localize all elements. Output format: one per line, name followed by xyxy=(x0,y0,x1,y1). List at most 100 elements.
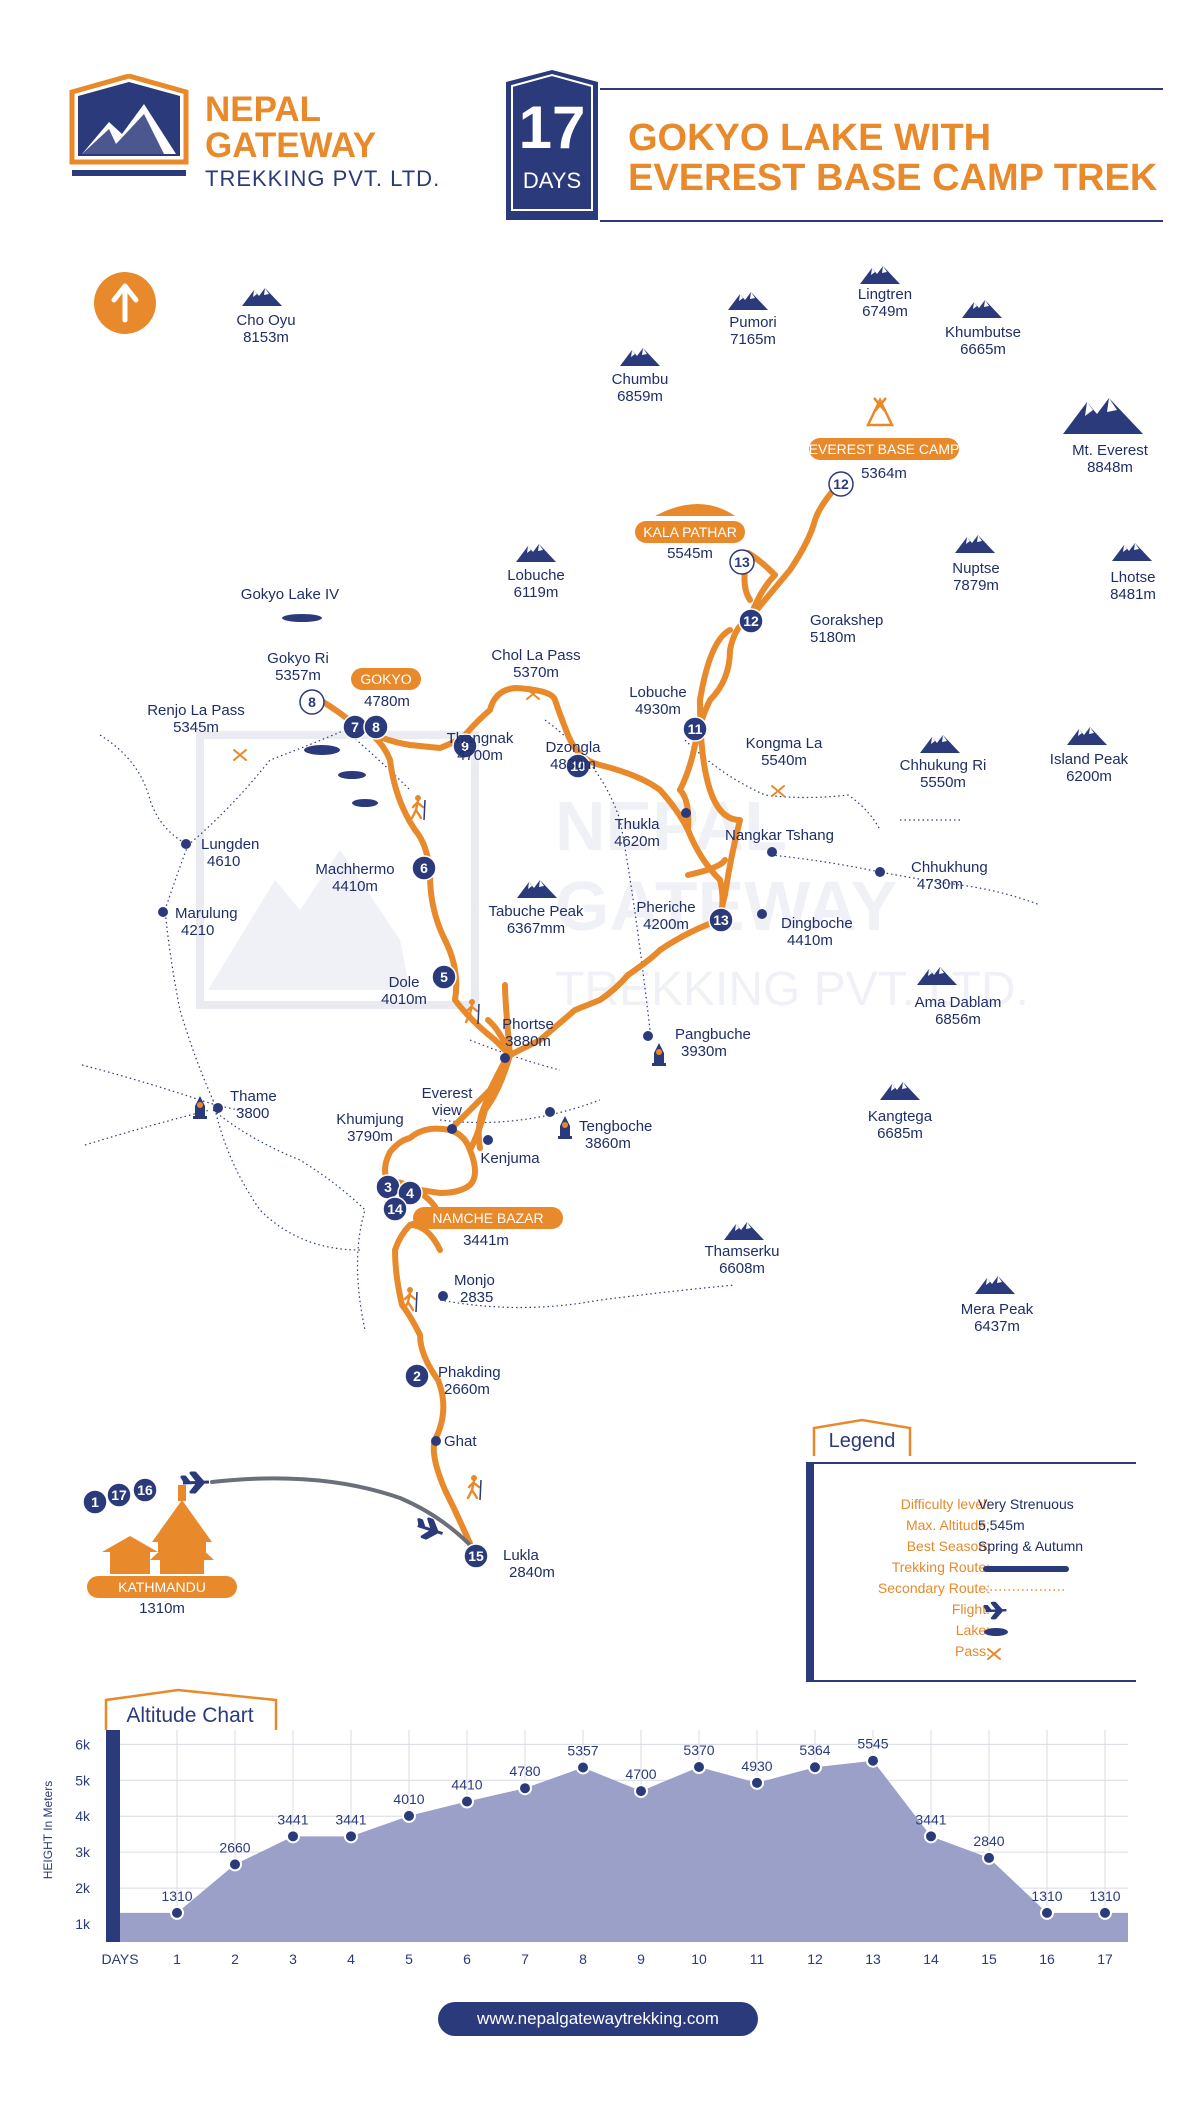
title-line1: GOKYO LAKE WITH xyxy=(628,117,992,159)
place-altitude: 3790m xyxy=(347,1128,393,1145)
place-altitude: 5370m xyxy=(513,664,559,681)
peak-altitude: 6437m xyxy=(974,1318,1020,1335)
brand-line3: TREKKING PVT. LTD. xyxy=(205,166,441,191)
peak-name: Lobuche xyxy=(507,567,565,584)
days-number: 17 xyxy=(518,94,586,161)
peak-name: Chumbu xyxy=(612,371,669,388)
day-marker: 4 xyxy=(397,1180,423,1206)
legend-row: Trekking Route: xyxy=(820,1559,1140,1580)
svg-text:8: 8 xyxy=(372,719,380,735)
title-bottom-rule xyxy=(600,220,1163,222)
namche-altitude: 3441m xyxy=(463,1232,509,1249)
chart-data-label: 4010 xyxy=(393,1791,424,1807)
chart-point xyxy=(866,1753,880,1768)
day-marker: 10 xyxy=(565,753,591,779)
peak-altitude: 6665m xyxy=(960,341,1006,358)
legend-row: Pass: xyxy=(820,1643,1140,1664)
legend-label: Pass: xyxy=(954,1643,990,1659)
chart-point xyxy=(924,1829,938,1844)
chart-data-label: 4410 xyxy=(451,1777,482,1793)
legend-label: Flight: xyxy=(951,1601,990,1617)
legend-label: Secondary Route: xyxy=(877,1580,990,1596)
kala-pathar-name: KALA PATHAR xyxy=(643,524,737,540)
place-name: Renjo La Pass xyxy=(147,702,245,719)
peak-altitude: 8481m xyxy=(1110,586,1156,603)
lakes xyxy=(282,614,378,807)
website-link[interactable]: www.nepalgatewaytrekking.com xyxy=(438,2002,758,2036)
place-name: Lobuche xyxy=(629,684,687,701)
svg-text:16: 16 xyxy=(137,1482,153,1498)
north-arrow-icon xyxy=(111,283,139,323)
trek-title: GOKYO LAKE WITH EVEREST BASE CAMP TREK xyxy=(628,118,1168,198)
day-marker: 12 xyxy=(738,608,764,634)
chart-data-label: 1310 xyxy=(1089,1888,1120,1904)
svg-text:5: 5 xyxy=(440,969,448,985)
chart-data-label: 4780 xyxy=(509,1763,540,1779)
svg-text:13: 13 xyxy=(713,912,729,928)
place-altitude: 3860m xyxy=(585,1135,631,1152)
place-name: Monjo xyxy=(454,1272,495,1289)
legend-row: Secondary Route: xyxy=(820,1580,1140,1601)
y-tick-label: 1k xyxy=(75,1916,91,1932)
chart-point xyxy=(808,1760,822,1775)
svg-text:11: 11 xyxy=(688,721,703,737)
place-name: Lungden xyxy=(201,836,259,853)
day-marker: 13 xyxy=(708,907,734,933)
days-badge: 17 DAYS xyxy=(504,70,600,220)
peak-name: Chhukung Ri xyxy=(900,757,987,774)
x-tick-label: 15 xyxy=(981,1951,997,1967)
place-name: Pheriche xyxy=(636,899,695,916)
peak-altitude: 8848m xyxy=(1087,459,1133,476)
legend-row: Lake: xyxy=(820,1622,1140,1643)
peak-name: Khumbutse xyxy=(945,324,1021,341)
ebc-altitude: 5364m xyxy=(861,465,907,482)
chart-point xyxy=(228,1857,242,1872)
place-altitude: 4700m xyxy=(457,747,503,764)
peak-altitude: 7165m xyxy=(730,331,776,348)
place-name: Kenjuma xyxy=(480,1150,540,1167)
day-marker: 12 xyxy=(828,471,854,497)
legend-row: Flight: xyxy=(820,1601,1140,1622)
svg-text:3: 3 xyxy=(384,1179,392,1195)
peak-altitude: 6856m xyxy=(935,1011,981,1028)
chart-data-label: 4700 xyxy=(625,1766,656,1782)
chart-point xyxy=(518,1781,532,1796)
place-name: Machhermo xyxy=(315,861,394,878)
flight-path xyxy=(180,1471,472,1547)
legend-tab: Legend xyxy=(812,1418,912,1458)
peak-altitude: 8153m xyxy=(243,329,289,346)
legend-panel xyxy=(806,1462,1136,1682)
place-name: Chol La Pass xyxy=(491,647,580,664)
chart-point xyxy=(634,1784,648,1799)
brand-line2: GATEWAY xyxy=(205,126,377,165)
place-name: Lukla xyxy=(503,1547,540,1564)
chart-point xyxy=(344,1829,358,1844)
x-tick-label: 16 xyxy=(1039,1951,1055,1967)
svg-text:8: 8 xyxy=(308,694,316,710)
waypoint-dots xyxy=(158,808,885,1446)
chart-data-label: 5545 xyxy=(857,1736,888,1752)
x-tick-label: 8 xyxy=(579,1951,587,1967)
place-altitude: 4730m xyxy=(917,876,963,893)
place-altitude: 3880m xyxy=(505,1033,551,1050)
brand-logo-icon xyxy=(69,73,189,176)
place-altitude: 3800 xyxy=(236,1105,269,1122)
place-altitude: 4930m xyxy=(635,701,681,718)
place-altitude: 4010m xyxy=(381,991,427,1008)
place-name: Tengboche xyxy=(579,1118,652,1135)
peak-altitude: 5550m xyxy=(920,774,966,791)
svg-text:7: 7 xyxy=(351,719,359,735)
svg-text:4: 4 xyxy=(406,1185,414,1201)
place-altitude: 4410m xyxy=(332,878,378,895)
day-marker: 8 xyxy=(299,689,325,715)
place-name: Phortse xyxy=(502,1016,554,1033)
day-marker: 16 xyxy=(132,1477,158,1503)
day-marker: 15 xyxy=(463,1543,489,1569)
kala-pathar-altitude: 5545m xyxy=(667,545,713,562)
lake-swatch xyxy=(984,1628,1008,1636)
chart-point xyxy=(692,1760,706,1775)
chart-data-label: 1310 xyxy=(1031,1888,1062,1904)
